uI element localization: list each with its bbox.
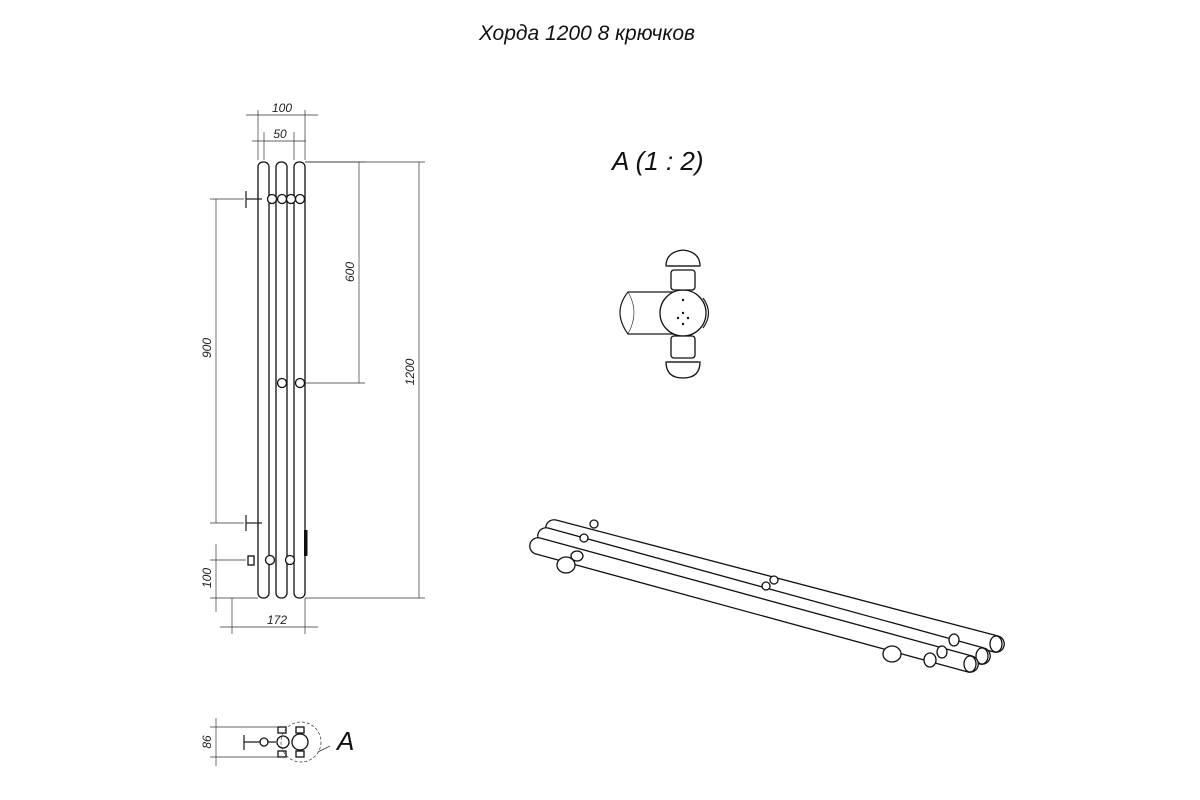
iso-hooks	[556, 519, 960, 668]
dim-50: 50	[273, 127, 287, 141]
pipe-left	[257, 161, 270, 599]
hooks-bottom-row	[247, 554, 296, 566]
dim-1200: 1200	[403, 358, 417, 385]
cable-detail	[304, 530, 308, 556]
top-view: 86 A	[200, 718, 354, 766]
iso-pipe-back	[545, 519, 1005, 653]
detail-a: A (1 : 2)	[610, 146, 710, 379]
dim-900: 900	[200, 338, 214, 358]
hooks-top-row	[266, 193, 306, 205]
drawing-title: Хорда 1200 8 крючков	[478, 22, 695, 45]
front-view: 100 50 600 1200 900 100 172	[200, 101, 425, 634]
dim-600: 600	[343, 262, 357, 282]
dim-100-top: 100	[272, 101, 292, 115]
hooks-middle-row	[276, 377, 306, 389]
iso-pipe-front	[529, 537, 979, 673]
detail-label: A (1 : 2)	[610, 146, 704, 176]
callout-label-a: A	[335, 726, 354, 756]
dim-100-bottom: 100	[200, 568, 214, 588]
isometric-view	[529, 519, 1005, 673]
dim-172: 172	[267, 613, 287, 627]
dim-86: 86	[200, 735, 214, 749]
